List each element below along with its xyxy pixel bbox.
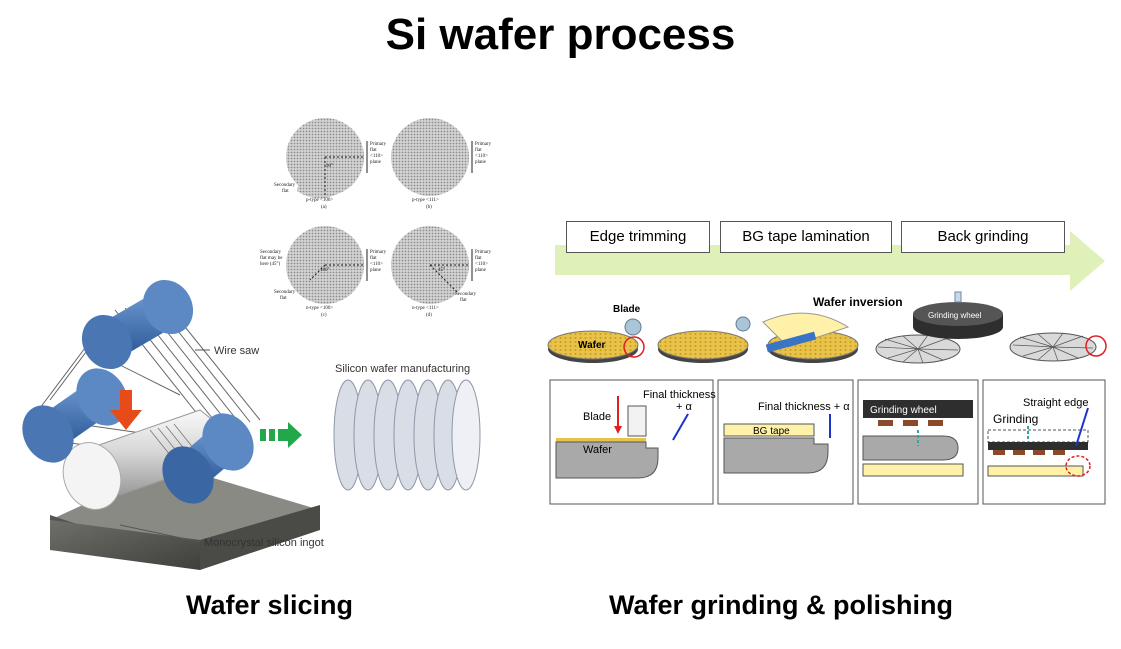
svg-text:<110>: <110>	[370, 262, 383, 267]
svg-text:Secondary: Secondary	[274, 183, 296, 188]
svg-text:n-type <111>: n-type <111>	[412, 306, 439, 311]
step-bg-tape-lamination: BG tape lamination	[720, 221, 892, 253]
svg-text:here (45°): here (45°)	[260, 262, 281, 267]
detail-panel-final: Straight edge Grinding	[982, 379, 1106, 505]
svg-text:Final thickness + α: Final thickness + α	[758, 401, 850, 413]
svg-text:flat: flat	[475, 256, 482, 261]
svg-text:(a): (a)	[321, 205, 327, 210]
detail-panel-back-grinding: Grinding wheel	[857, 379, 979, 505]
svg-text:Blade: Blade	[613, 304, 641, 315]
svg-text:Secondary: Secondary	[455, 292, 477, 297]
wafer-type-b: Primary flat <110> plane p-type <111> (b…	[391, 118, 492, 210]
wire-saw-illustration: Wire saw Monocrystal silicon ingot	[22, 279, 324, 570]
svg-text:plane: plane	[475, 268, 487, 273]
svg-text:flat: flat	[370, 256, 377, 261]
svg-text:Wafer inversion: Wafer inversion	[813, 295, 903, 309]
svg-text:<110>: <110>	[370, 154, 383, 159]
grinding-detail-panels: Blade Final thickness + α Wafer Final th…	[549, 379, 1106, 505]
ingot-label: Monocrystal silicon ingot	[204, 537, 324, 549]
wafer-4: Wafer inversion Grinding wheel	[813, 291, 1003, 364]
step-back-grinding: Back grinding	[901, 221, 1065, 253]
page-title: Si wafer process	[385, 10, 736, 59]
svg-text:flat may be: flat may be	[260, 256, 283, 261]
svg-text:<110>: <110>	[475, 262, 488, 267]
svg-text:p-type <111>: p-type <111>	[412, 198, 439, 203]
svg-text:BG tape: BG tape	[753, 426, 790, 437]
svg-text:90°: 90°	[326, 164, 333, 169]
svg-text:Grinding: Grinding	[993, 412, 1038, 426]
svg-text:flat: flat	[475, 148, 482, 153]
wafer-type-d: 45° Primary flat <110> plane Secondary f…	[391, 226, 492, 318]
svg-text:(d): (d)	[426, 313, 432, 318]
svg-text:Wafer: Wafer	[578, 340, 606, 351]
wire-saw-label: Wire saw	[214, 345, 259, 357]
wafer-orientation-figure: 90° Primary flat <110> plane Secondary f…	[260, 118, 492, 318]
caption-wafer-grinding: Wafer grinding & polishing	[609, 590, 953, 620]
svg-text:p-type <100>: p-type <100>	[306, 198, 333, 203]
sliced-wafers-illustration: Silicon wafer manufacturing	[333, 363, 481, 491]
detail-panel-edge-trimming: Blade Final thickness + α Wafer	[549, 379, 716, 505]
svg-text:Primary: Primary	[475, 142, 492, 147]
roller-right	[162, 413, 254, 504]
wafer-2	[657, 316, 751, 363]
manufacturing-label: Silicon wafer manufacturing	[335, 363, 470, 375]
svg-text:flat: flat	[280, 296, 287, 301]
roller-top	[81, 279, 194, 370]
svg-text:plane: plane	[475, 160, 487, 165]
grinding-top-illustration: Wafer Blade Wafer inversion Grinding whe…	[547, 291, 1107, 364]
svg-text:flat: flat	[460, 298, 467, 303]
wafer-type-c: 180° Primary flat <110> plane Secondary …	[260, 226, 387, 318]
svg-text:plane: plane	[370, 268, 382, 273]
svg-text:<110>: <110>	[475, 154, 488, 159]
svg-text:Primary: Primary	[475, 250, 492, 255]
svg-text:(b): (b)	[426, 205, 432, 210]
svg-text:45°: 45°	[438, 268, 445, 273]
svg-text:Grinding wheel: Grinding wheel	[928, 311, 982, 320]
svg-text:flat: flat	[282, 189, 289, 194]
wafer-5	[1009, 332, 1107, 362]
svg-text:Wafer: Wafer	[583, 444, 612, 456]
wafer-1: Wafer Blade	[547, 304, 645, 363]
detail-panel-bg-tape: Final thickness + α BG tape	[717, 379, 854, 505]
svg-text:Secondary: Secondary	[260, 250, 282, 255]
down-arrow-icon	[110, 390, 142, 430]
svg-text:Grinding wheel: Grinding wheel	[870, 405, 937, 416]
svg-text:Secondary: Secondary	[274, 290, 296, 295]
svg-text:plane: plane	[370, 160, 382, 165]
svg-text:Primary: Primary	[370, 142, 387, 147]
svg-text:Final thickness: Final thickness	[643, 389, 716, 401]
caption-wafer-slicing: Wafer slicing	[186, 590, 354, 620]
svg-text:Primary: Primary	[370, 250, 387, 255]
svg-text:180°: 180°	[320, 268, 330, 273]
wafer-type-a: 90° Primary flat <110> plane Secondary f…	[274, 118, 387, 210]
svg-text:+ α: + α	[676, 401, 692, 413]
svg-text:flat: flat	[370, 148, 377, 153]
svg-text:Straight edge: Straight edge	[1023, 397, 1088, 409]
svg-text:(c): (c)	[321, 313, 327, 318]
step-edge-trimming: Edge trimming	[566, 221, 710, 253]
svg-text:n-type <100>: n-type <100>	[306, 306, 333, 311]
wafer-3	[762, 312, 859, 363]
slicing-arrow-icon	[260, 422, 302, 448]
svg-text:Blade: Blade	[583, 411, 611, 423]
